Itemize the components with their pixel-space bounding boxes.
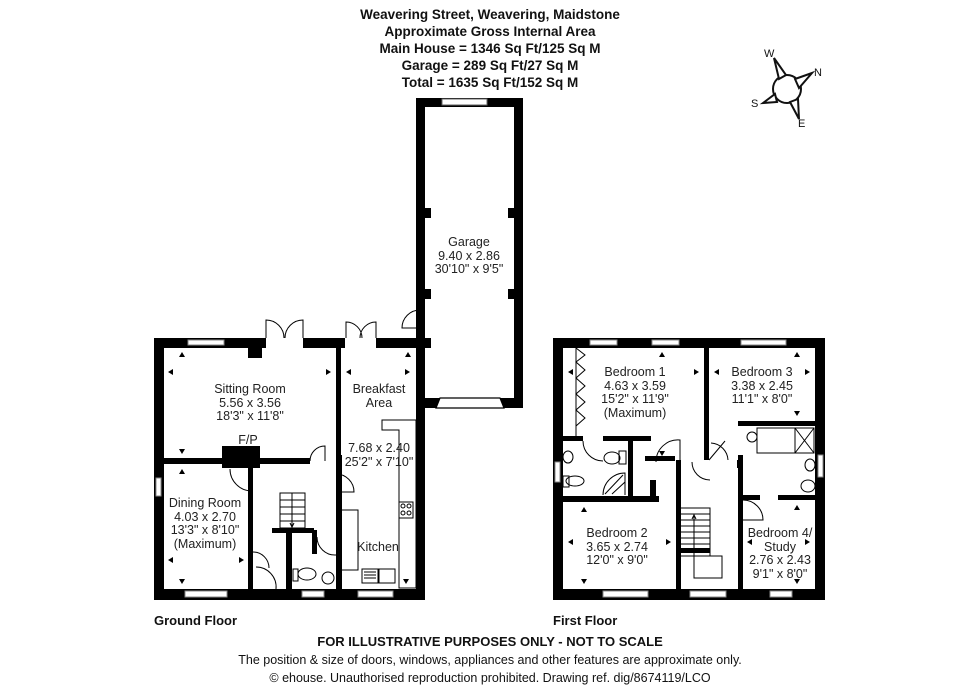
address-title: Weavering Street, Weavering, Maidstone <box>360 7 620 22</box>
kitchen-dimensions: 7.68 x 2.40 25'2" x 7'10" <box>344 441 414 469</box>
room-dining-room: Dining Room 4.03 x 2.70 13'3" x 8'10" (M… <box>168 496 242 551</box>
room-kitchen: Kitchen <box>357 540 399 554</box>
room-bedroom-4-study: Bedroom 4/ Study 2.76 x 2.43 9'1" x 8'0" <box>747 526 813 581</box>
room-note: (Maximum) <box>603 405 667 420</box>
total-area: Total = 1635 Sq Ft/152 Sq M <box>401 75 579 90</box>
room-name: Bedroom 2 <box>586 526 648 540</box>
room-metric: 3.65 x 2.74 <box>586 539 648 554</box>
room-bedroom-1: Bedroom 1 4.63 x 3.59 15'2" x 11'9" (Max… <box>601 365 669 420</box>
room-bedroom-2: Bedroom 2 3.65 x 2.74 12'0" x 9'0" <box>586 526 648 568</box>
room-sitting-room: Sitting Room 5.56 x 3.56 18'3" x 11'8" <box>214 382 286 424</box>
first-floor-windows <box>554 339 824 598</box>
first-floor-stairs <box>679 507 723 579</box>
ground-floor-windows <box>155 339 394 598</box>
garage-door <box>435 397 505 409</box>
area-subtitle: Approximate Gross Internal Area <box>384 24 596 39</box>
room-metric: 3.38 x 2.45 <box>731 378 793 393</box>
room-imperial: 25'2" x 7'10" <box>344 454 414 469</box>
room-imperial: 11'1" x 8'0" <box>731 392 793 406</box>
room-note: (Maximum) <box>173 536 237 551</box>
compass-south: S <box>751 98 759 110</box>
main-house-area: Main House = 1346 Sq Ft/125 Sq M <box>379 41 601 56</box>
room-imperial: 30'10" x 9'5" <box>434 262 504 276</box>
room-imperial: 18'3" x 11'8" <box>216 409 284 423</box>
room-name: Dining Room <box>168 496 242 510</box>
compass-north: N <box>814 67 822 79</box>
room-imperial: 15'2" x 11'9" <box>601 392 669 406</box>
compass-icon <box>759 57 816 120</box>
room-metric: 4.63 x 3.59 <box>604 378 666 393</box>
garage-window <box>441 98 488 106</box>
room-name-line2: Study <box>764 539 796 554</box>
fireplace-label: F/P <box>238 433 258 447</box>
compass-west: W <box>764 48 775 60</box>
first-floor-arrows <box>568 352 810 584</box>
plan-header: Weavering Street, Weavering, Maidstone A… <box>0 6 980 91</box>
first-floor-label: First Floor <box>553 613 618 628</box>
room-metric: 7.68 x 2.40 <box>348 441 410 455</box>
ground-floor-doors <box>229 319 377 590</box>
ground-floor-label: Ground Floor <box>154 613 238 628</box>
garage-area: Garage = 289 Sq Ft/27 Sq M <box>401 58 579 73</box>
room-imperial: 12'0" x 9'0" <box>586 553 648 567</box>
room-metric: 4.03 x 2.70 <box>174 509 236 524</box>
room-name-line2: Area <box>365 395 393 410</box>
approximation-note: The position & size of doors, windows, a… <box>238 653 742 667</box>
room-metric: 2.76 x 2.43 <box>749 553 811 567</box>
room-bedroom-3: Bedroom 3 3.38 x 2.45 11'1" x 8'0" <box>731 365 793 407</box>
disclaimer-text: FOR ILLUSTRATIVE PURPOSES ONLY - NOT TO … <box>317 634 663 649</box>
first-floor-fittings <box>562 427 816 521</box>
ground-floor-arrows <box>168 352 411 584</box>
kitchen-fittings <box>292 419 417 589</box>
room-name: Sitting Room <box>214 382 286 396</box>
room-breakfast-area: Breakfast Area <box>352 382 406 410</box>
room-name: Bedroom 3 <box>731 365 793 379</box>
room-metric: 9.40 x 2.86 <box>438 248 500 263</box>
room-imperial: 9'1" x 8'0" <box>752 566 808 581</box>
room-name: Garage <box>448 235 490 249</box>
room-name: Bedroom 1 <box>604 365 666 379</box>
room-imperial: 13'3" x 8'10" <box>170 523 240 537</box>
compass-east: E <box>798 118 806 130</box>
room-garage: Garage 9.40 x 2.86 30'10" x 9'5" <box>434 235 504 277</box>
garage-side-door <box>401 309 421 329</box>
room-name-line1: Breakfast <box>352 382 406 396</box>
copyright-text: © ehouse. Unauthorised reproduction proh… <box>269 671 711 685</box>
wardrobe <box>575 347 586 427</box>
ground-floor-stairs <box>279 492 306 529</box>
room-metric: 5.56 x 3.56 <box>219 395 281 410</box>
room-name-line1: Bedroom 4/ <box>747 526 813 540</box>
